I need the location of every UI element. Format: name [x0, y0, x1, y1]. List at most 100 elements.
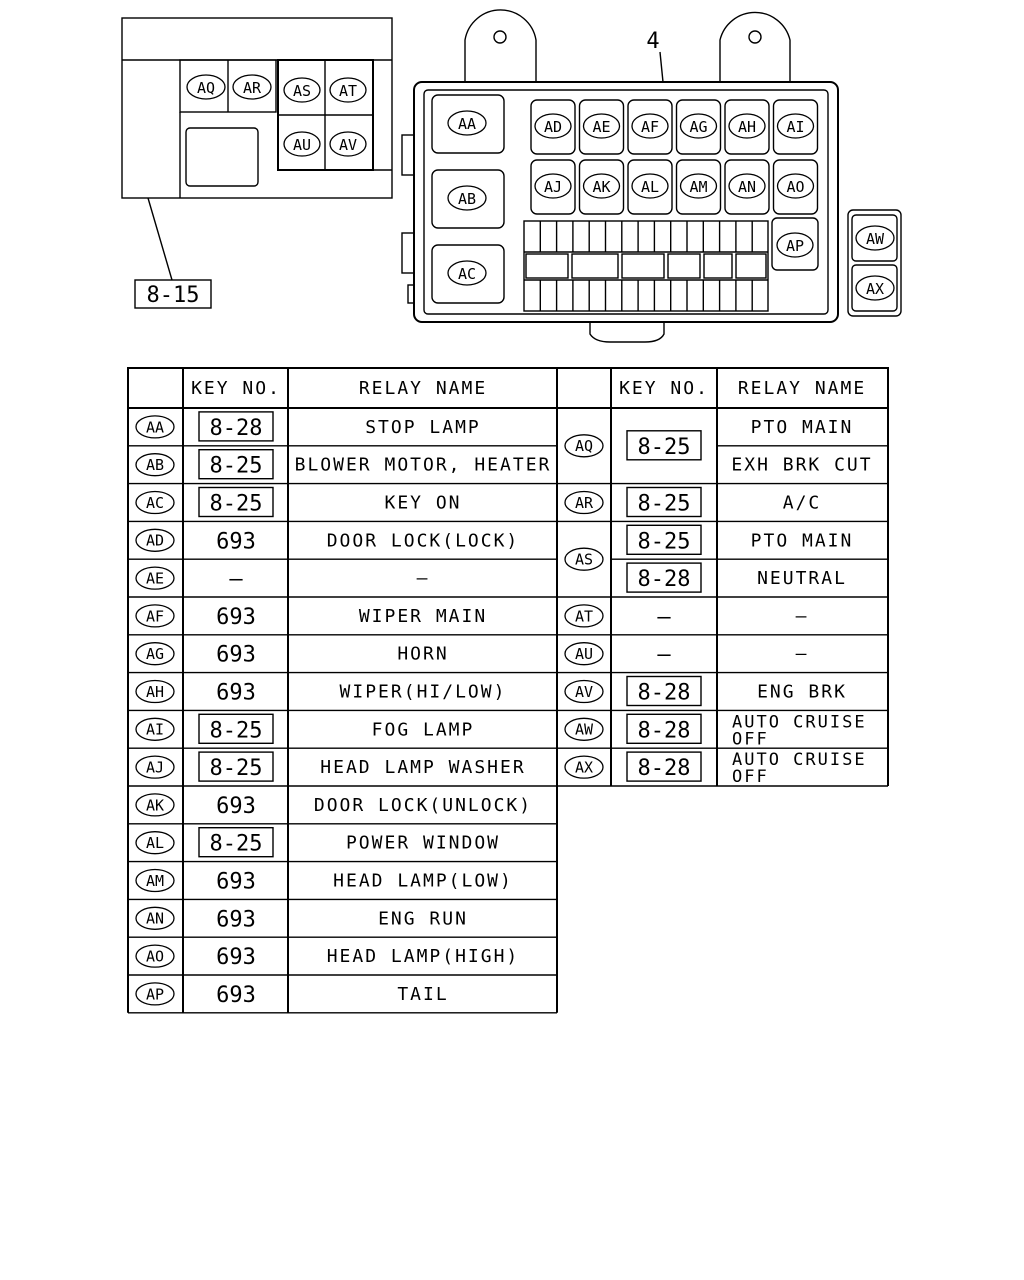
key-ref-box	[198, 827, 274, 858]
key-no-cell: 8-28	[626, 562, 702, 593]
socket-code: AP	[786, 237, 804, 255]
key-no: —	[229, 567, 243, 592]
socket-code: AJ	[146, 759, 164, 777]
key-no-cell: 693	[216, 643, 256, 668]
relay-name: DOOR LOCK(LOCK)	[327, 530, 520, 551]
key-ref-box	[198, 713, 274, 744]
socket-frame	[627, 99, 673, 155]
socket-code: AA	[458, 115, 476, 133]
socket-outline	[447, 260, 487, 286]
socket-aj: AJ	[135, 755, 175, 779]
socket-ab: AB	[447, 185, 487, 211]
socket-frame	[724, 159, 770, 215]
socket-outline	[283, 131, 321, 157]
table-row: AU——	[564, 642, 809, 668]
socket-outline	[534, 113, 572, 139]
socket-outline	[135, 453, 175, 477]
key-no-cell: 8-28	[198, 411, 274, 442]
key-no: 693	[216, 681, 256, 706]
socket-outline	[631, 173, 669, 199]
socket-frame	[772, 99, 819, 155]
relay-name: TAIL	[397, 984, 448, 1005]
key-ref-box	[198, 411, 274, 442]
key-ref-box	[626, 562, 702, 593]
socket-code: AH	[146, 683, 164, 701]
socket-ag: AG	[679, 113, 718, 139]
socket-outline	[135, 982, 175, 1006]
key-no-cell: —	[657, 605, 671, 630]
socket-frame	[627, 159, 673, 215]
relay-name: STOP LAMP	[365, 417, 481, 438]
key-no: 693	[216, 643, 256, 668]
key-no-cell: 8-25	[198, 486, 274, 518]
key-no: —	[657, 605, 671, 630]
socket-outline	[728, 173, 766, 199]
key-no: 693	[216, 907, 256, 932]
socket-ah: AH	[135, 679, 175, 704]
relay-name: PTO MAIN	[751, 417, 854, 438]
socket-code: AR	[575, 494, 594, 512]
socket-ax: AX	[564, 755, 604, 779]
key-no-cell: 693	[216, 907, 256, 932]
socket-code: AW	[866, 230, 885, 248]
key-no: 8-28	[638, 681, 691, 706]
key-no-cell: 693	[216, 529, 256, 554]
socket-aw: AW	[855, 225, 895, 251]
relay-name: A/C	[783, 493, 822, 514]
key-ref-box	[198, 449, 274, 480]
socket-code: AE	[146, 570, 164, 588]
socket-outline	[135, 717, 175, 741]
key-ref-box	[198, 486, 274, 518]
relay-name: OFF	[732, 767, 769, 787]
key-no-cell: 8-25	[198, 449, 274, 480]
key-no-cell: 8-25	[626, 430, 702, 461]
socket-ak: AK	[582, 173, 621, 199]
socket-frame	[578, 99, 625, 155]
relay-name: AUTO CRUISE	[732, 750, 867, 770]
key-ref-box	[626, 751, 702, 782]
socket-frame	[675, 99, 722, 155]
socket-ao: AO	[135, 944, 175, 968]
relay-name: OFF	[732, 729, 769, 749]
relay-name: —	[796, 644, 809, 665]
external-relay-holder: AW AX	[847, 209, 902, 317]
socket-outline	[564, 717, 604, 741]
key-no: 8-28	[210, 416, 263, 441]
key-no-cell: 8-25	[626, 524, 702, 555]
left-header-key-no: KEY NO.	[191, 378, 281, 399]
key-no-cell: 693	[216, 605, 256, 630]
socket-code: AH	[738, 118, 756, 136]
socket-outline	[447, 185, 487, 211]
socket-code: AT	[339, 82, 357, 100]
callout-main-label: 4	[646, 29, 659, 54]
relay-name: HEAD LAMP(HIGH)	[327, 946, 520, 967]
socket-outline	[564, 679, 604, 704]
socket-code: AB	[458, 190, 476, 208]
socket-ax: AX	[855, 275, 895, 301]
socket-af: AF	[631, 113, 669, 139]
socket-ab: AB	[135, 453, 175, 477]
socket-outline	[582, 113, 621, 139]
socket-av: AV	[329, 131, 367, 157]
socket-code: AP	[146, 985, 164, 1003]
relay-table-right-grid	[556, 368, 889, 787]
socket-outline	[135, 415, 175, 439]
relay-name: —	[417, 568, 430, 589]
relay-name: —	[796, 606, 809, 627]
socket-code: AR	[243, 79, 262, 97]
key-no-cell: 8-28	[626, 713, 702, 744]
socket-outline	[135, 906, 175, 930]
